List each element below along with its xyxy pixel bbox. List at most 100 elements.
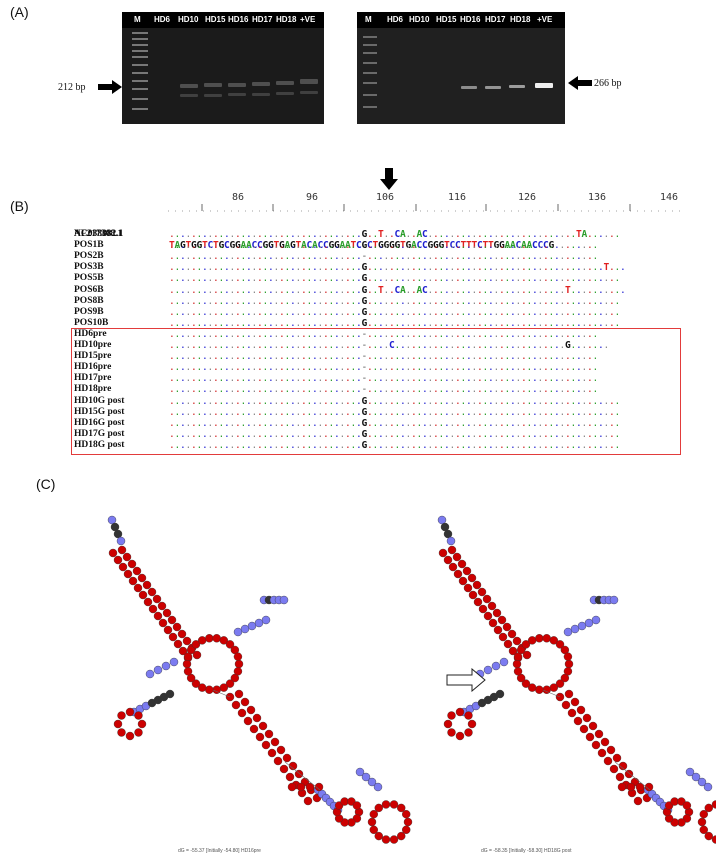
nucleotide <box>487 601 497 611</box>
nucleotide <box>703 782 713 792</box>
nucleotide <box>182 659 192 669</box>
open-arrow-icon <box>446 668 486 692</box>
nucleotide <box>270 737 280 747</box>
nucleotide <box>499 657 509 667</box>
sequence-name: HD18pre <box>74 384 112 395</box>
nucleotide <box>502 622 512 632</box>
sequence-name: POS2B <box>74 251 104 262</box>
nucleotide <box>367 777 377 787</box>
nucleotide <box>447 711 456 720</box>
nucleotide <box>438 548 448 558</box>
nucleotide <box>113 529 123 539</box>
nucleotide <box>397 803 406 813</box>
nucleotide <box>389 800 399 809</box>
nucleotide <box>448 562 458 572</box>
sequence-name: HD15G post <box>74 406 125 417</box>
nucleotide <box>464 711 473 720</box>
nucleotide <box>233 652 243 661</box>
nucleotide <box>462 566 472 576</box>
nucleotide <box>367 817 377 827</box>
nucleotide <box>521 640 531 649</box>
gel-left-size-label: 212 bp <box>58 82 86 93</box>
nucleotide <box>178 646 188 656</box>
lane-label: HD6 <box>387 15 404 24</box>
nucleotide <box>577 621 587 631</box>
nucleotide <box>573 716 583 726</box>
nucleotide <box>455 707 465 717</box>
nucleotide <box>205 685 214 694</box>
sequence-name: AF217308.1 <box>74 229 123 239</box>
nucleotide <box>234 659 244 669</box>
left-structure-caption: dG = -55.37 [Initially -54.80] HD16pre <box>178 848 261 854</box>
sequence-dots: ...................................-....… <box>169 362 598 374</box>
nucleotide <box>402 825 411 835</box>
nucleotide <box>561 700 571 710</box>
nucleotide <box>513 667 523 676</box>
ruler-ticks <box>168 204 683 212</box>
nucleotide <box>249 724 259 734</box>
nucleotide <box>381 835 391 844</box>
nucleotide <box>123 569 133 579</box>
nucleotide <box>563 627 573 637</box>
lane-label: +VE <box>537 15 553 24</box>
nucleotide <box>113 555 123 565</box>
nucleotide <box>183 667 193 676</box>
nucleotide <box>231 700 241 710</box>
nucleotide <box>172 622 182 632</box>
nucleotide <box>240 624 250 634</box>
nucleotide <box>158 618 168 628</box>
sequence-name: POS5B <box>74 273 104 284</box>
nucleotide <box>186 645 196 655</box>
nucleotide <box>503 639 513 649</box>
nucleotide <box>145 669 155 679</box>
nucleotide <box>564 659 574 669</box>
nucleotide <box>555 679 565 688</box>
sequence-name: POS9B <box>74 306 104 317</box>
nucleotide <box>134 711 143 720</box>
nucleotide <box>305 782 315 792</box>
nucleotide <box>497 615 507 625</box>
nucleotide <box>570 697 580 707</box>
nucleotide <box>240 697 250 707</box>
sequence-name: POS6B <box>74 284 104 295</box>
nucleotide <box>549 683 559 692</box>
nucleotide <box>225 640 235 649</box>
nucleotide <box>374 831 383 841</box>
lane-label: M <box>134 15 141 24</box>
nucleotide <box>177 629 187 639</box>
nucleotide <box>381 800 391 809</box>
nucleotide <box>128 576 138 586</box>
nucleotide <box>682 801 692 810</box>
sequence-name: HD17pre <box>74 373 112 384</box>
nucleotide <box>169 657 179 667</box>
nucleotide <box>296 782 306 792</box>
panel-label-c: (C) <box>36 476 56 492</box>
sequence-dots: ...................................G....… <box>169 295 620 307</box>
sequence-dots: ...................................G..T.… <box>169 229 620 240</box>
nucleotide <box>527 636 537 645</box>
nucleotide <box>153 611 163 621</box>
nucleotide <box>147 587 157 597</box>
sequence-dots: ...................................G....… <box>169 273 620 285</box>
nucleotide <box>197 636 207 645</box>
nucleotide <box>191 679 201 688</box>
nucleotide <box>137 573 147 583</box>
nucleotide <box>117 711 126 720</box>
nucleotide <box>162 608 172 618</box>
alignment-ruler: 86 96 106 116 126 136 146 <box>0 192 716 214</box>
sequence-name: HD6pre <box>74 328 107 339</box>
ruler-tick-label: 146 <box>660 192 679 203</box>
nucleotide <box>288 761 298 771</box>
sequence-name: NC038882.1 <box>74 229 124 239</box>
nucleotide <box>279 764 289 774</box>
nucleotide <box>117 545 127 555</box>
nucleotide <box>182 636 192 646</box>
lane-label: HD15 <box>436 15 457 24</box>
nucleotide <box>447 728 456 737</box>
nucleotide <box>457 559 467 569</box>
nucleotide <box>508 646 518 656</box>
nucleotide <box>535 634 544 643</box>
nucleotide <box>535 685 544 694</box>
lane-label: HD10 <box>409 15 430 24</box>
nucleotide <box>153 665 163 675</box>
